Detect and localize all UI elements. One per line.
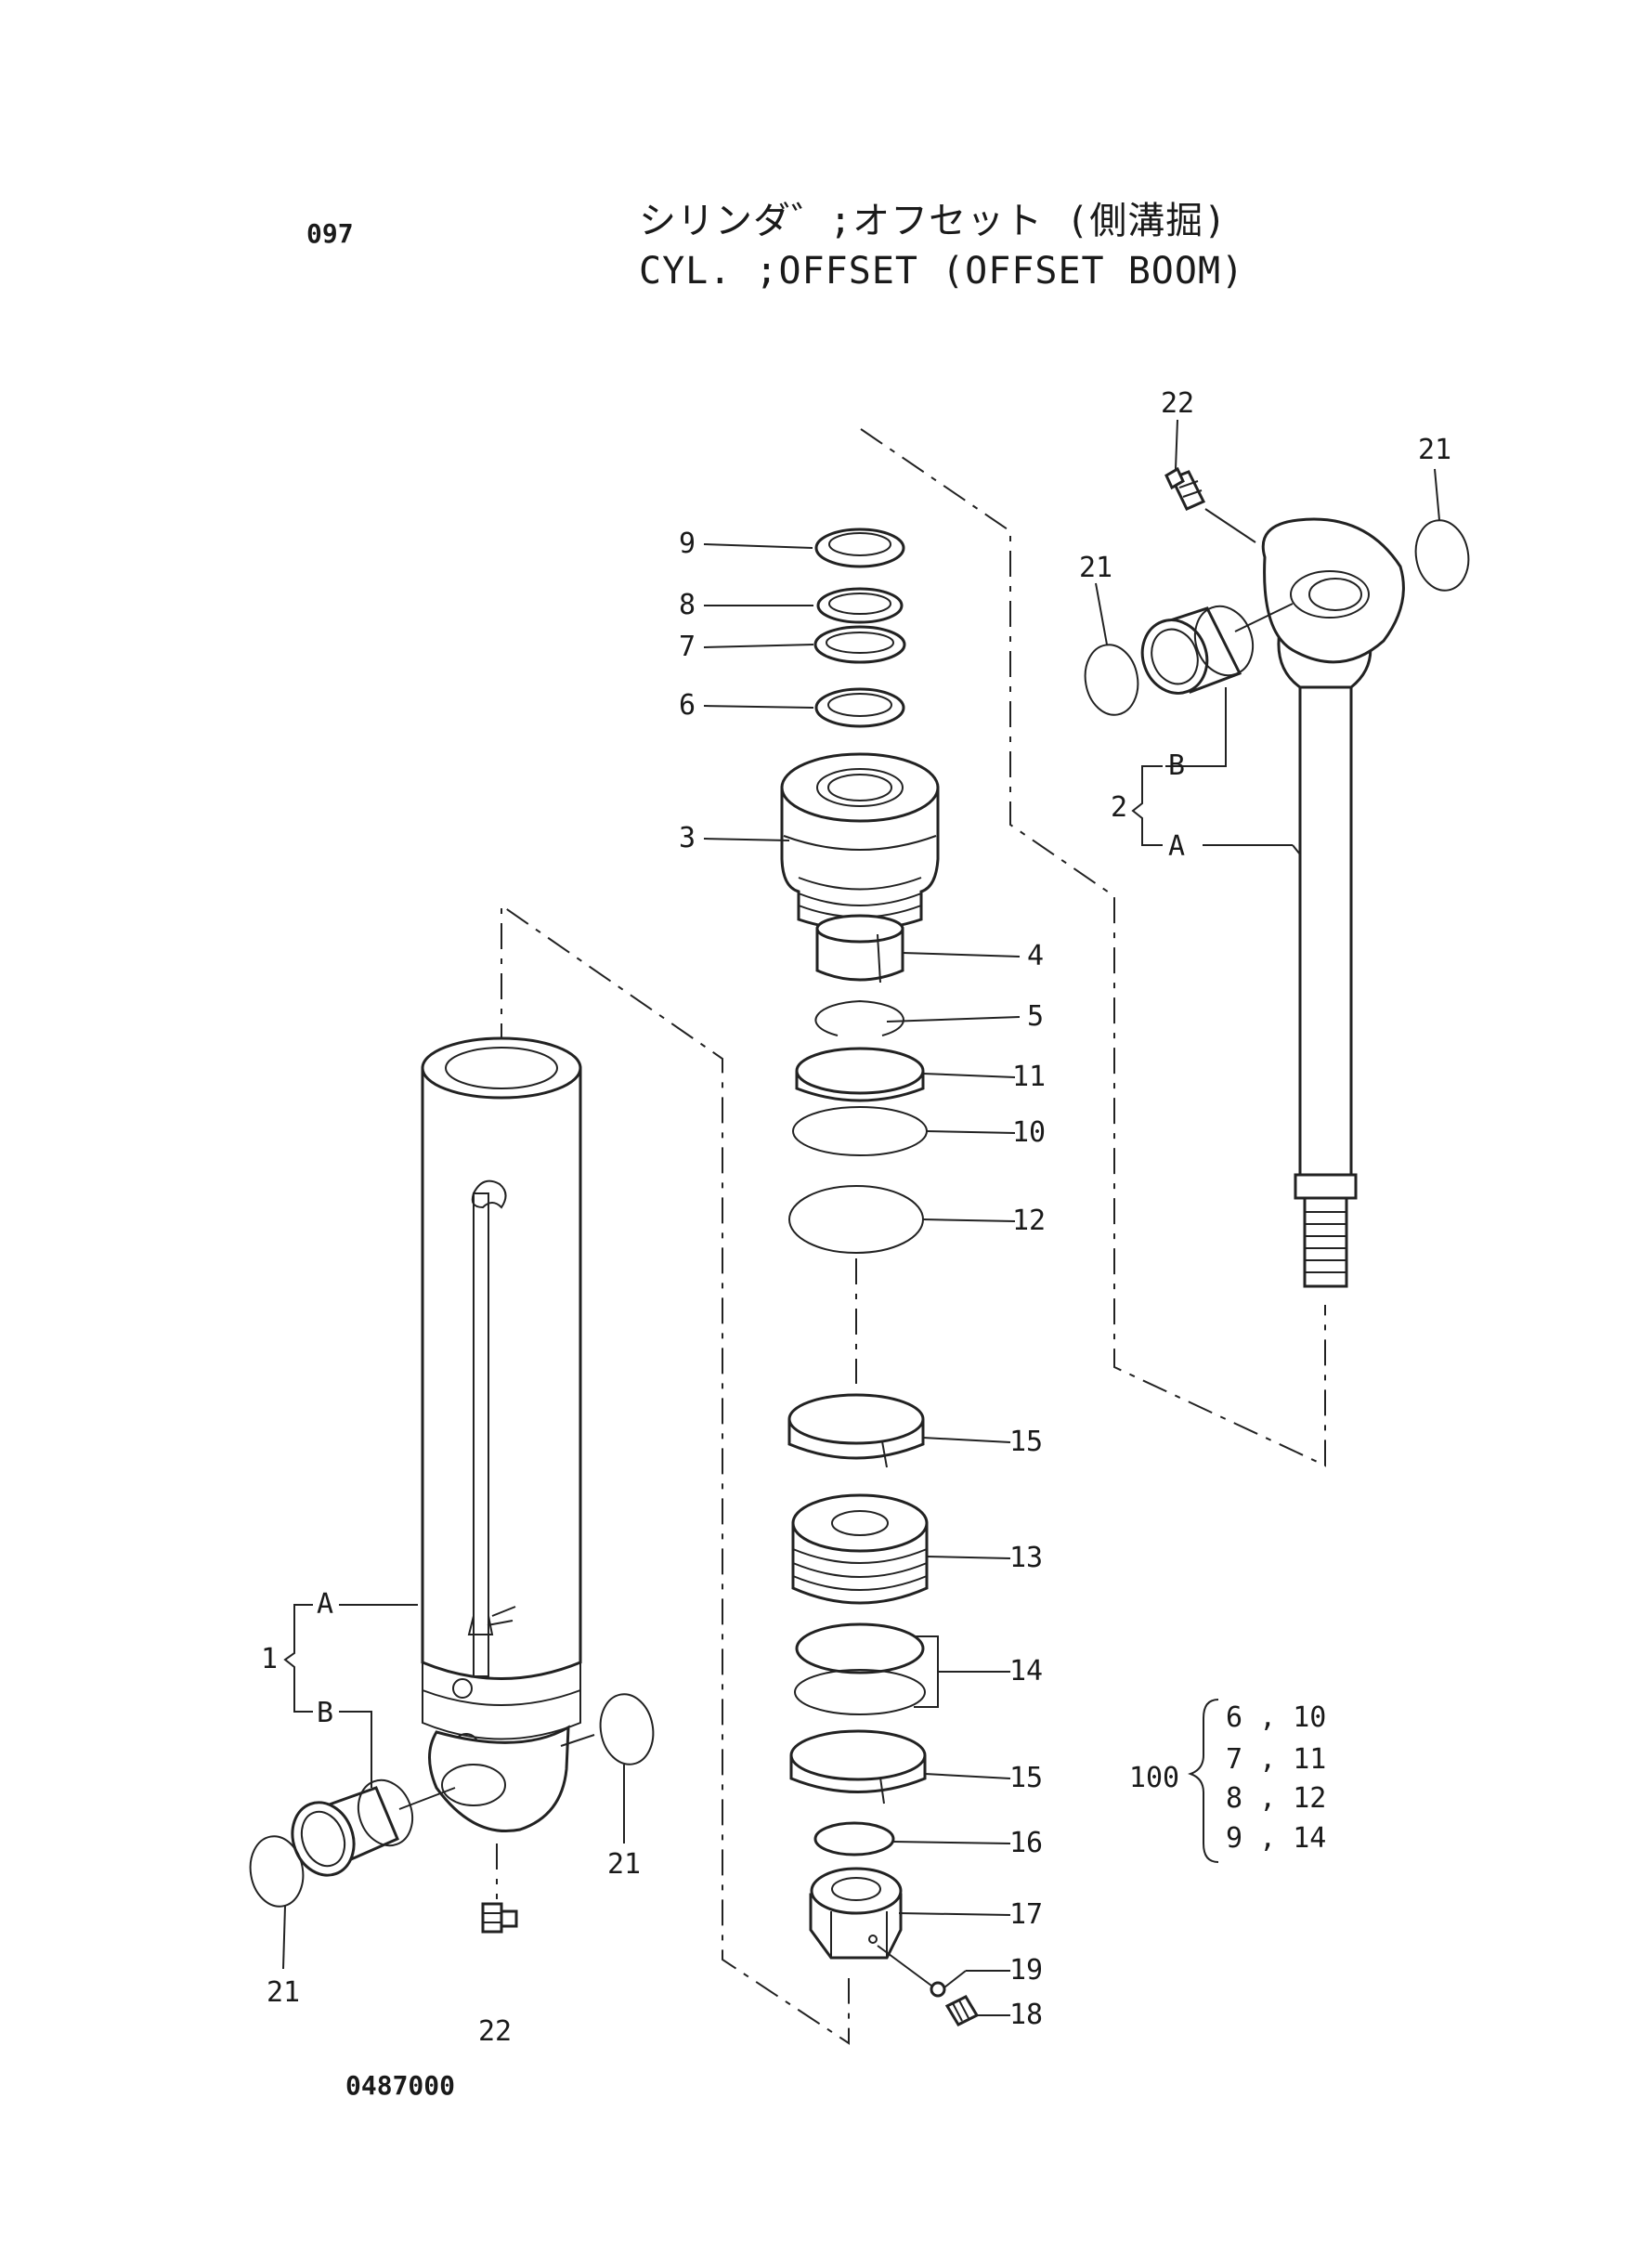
guide-line-head-to-rod — [860, 428, 1326, 1467]
drawing-code: 0487000 — [345, 2070, 456, 2101]
callout-14: 14 — [1008, 1655, 1044, 1687]
part-2-piston-rod-assembly — [1261, 517, 1405, 1288]
part-16-washer — [813, 1821, 895, 1857]
part-6-seal — [814, 687, 905, 728]
callout-21-rod-right: 21 — [1417, 434, 1452, 466]
part-8-ring — [816, 587, 904, 624]
callout-18: 18 — [1008, 1999, 1044, 2031]
title-japanese: シリンダ゛;オフセット (側溝掘) — [639, 200, 1228, 242]
callout-19: 19 — [1008, 1954, 1044, 1987]
part-5-snap-ring — [814, 999, 904, 1036]
part-13-piston — [791, 1493, 929, 1605]
part-7-backup-ring — [813, 625, 906, 664]
callout-21-rod-left: 21 — [1078, 552, 1113, 584]
part-21-seal-tube-left — [249, 1835, 305, 1908]
part-10-o-ring — [792, 1106, 928, 1156]
kit-row-1: 6 , 10 — [1226, 1701, 1327, 1734]
callout-21-tube-right: 21 — [606, 1848, 642, 1881]
title-english: CYL. ;OFFSET (OFFSET BOOM) — [639, 250, 1245, 293]
part-15-wear-ring-lower — [789, 1729, 927, 1804]
part-19-steel-ball — [930, 1981, 946, 1998]
callout-2-b: B — [1167, 749, 1186, 782]
leader-lines — [282, 419, 1440, 2016]
callout-10: 10 — [1011, 1116, 1047, 1149]
leader-bushing-tube — [398, 1787, 456, 1810]
kit-brace — [1188, 1699, 1219, 1863]
callout-6: 6 — [678, 689, 696, 722]
callout-4: 4 — [1026, 940, 1045, 972]
part-2b-rod-bushing — [1140, 605, 1255, 695]
callout-3: 3 — [678, 822, 696, 854]
callout-1-b: B — [316, 1697, 334, 1729]
guide-line-tube-to-piston — [501, 904, 850, 2045]
leader-seal-tube-right — [560, 1734, 595, 1747]
callout-21-tube-left: 21 — [266, 1976, 301, 2009]
page-number: 097 — [306, 218, 354, 249]
kit-row-4: 9 , 14 — [1226, 1822, 1327, 1855]
part-21-seal-rod-right — [1414, 519, 1470, 592]
kit-row-3: 8 , 12 — [1226, 1782, 1327, 1815]
callout-16: 16 — [1008, 1827, 1044, 1859]
leader-22-rod — [1204, 508, 1256, 543]
callout-1: 1 — [260, 1643, 279, 1675]
part-12-o-ring — [788, 1185, 924, 1254]
leader-bushing-rod — [1234, 603, 1294, 632]
part-9-dust-seal — [814, 528, 905, 568]
callout-11: 11 — [1011, 1061, 1047, 1093]
callout-2-a: A — [1167, 830, 1186, 863]
callout-5: 5 — [1026, 1000, 1045, 1033]
part-21-seal-rod-left — [1084, 644, 1139, 716]
part-15-wear-ring-upper — [787, 1393, 925, 1468]
kit-row-2: 7 , 11 — [1226, 1743, 1327, 1776]
callout-1-a: A — [316, 1588, 334, 1621]
part-17-nut — [809, 1867, 903, 1960]
callout-9: 9 — [678, 528, 696, 560]
callout-8: 8 — [678, 589, 696, 621]
part-14-piston-seal — [794, 1622, 939, 1715]
part-11-backup-ring — [795, 1047, 925, 1102]
part-3-cylinder-head — [780, 752, 940, 932]
part-1b-tube-bushing — [291, 1778, 414, 1877]
part-22-grease-fitting-rod — [1164, 466, 1206, 511]
callout-12: 12 — [1011, 1205, 1047, 1237]
callout-2: 2 — [1110, 791, 1128, 824]
part-22-grease-fitting-tube — [481, 1902, 518, 1934]
callout-17: 17 — [1008, 1898, 1044, 1931]
callout-15-lower: 15 — [1008, 1762, 1044, 1794]
kit-number: 100 — [1128, 1762, 1180, 1794]
callout-13: 13 — [1008, 1542, 1044, 1574]
part-18-set-screw — [944, 1995, 980, 2026]
part-1-cylinder-tube-assembly — [421, 1036, 582, 1832]
part-21-seal-tube-right — [599, 1693, 655, 1765]
callout-22-rod: 22 — [1160, 387, 1195, 420]
callout-7: 7 — [678, 631, 696, 663]
callout-22-tube: 22 — [477, 2015, 513, 2048]
part-4-bushing — [815, 914, 904, 984]
callout-15-upper: 15 — [1008, 1426, 1044, 1458]
